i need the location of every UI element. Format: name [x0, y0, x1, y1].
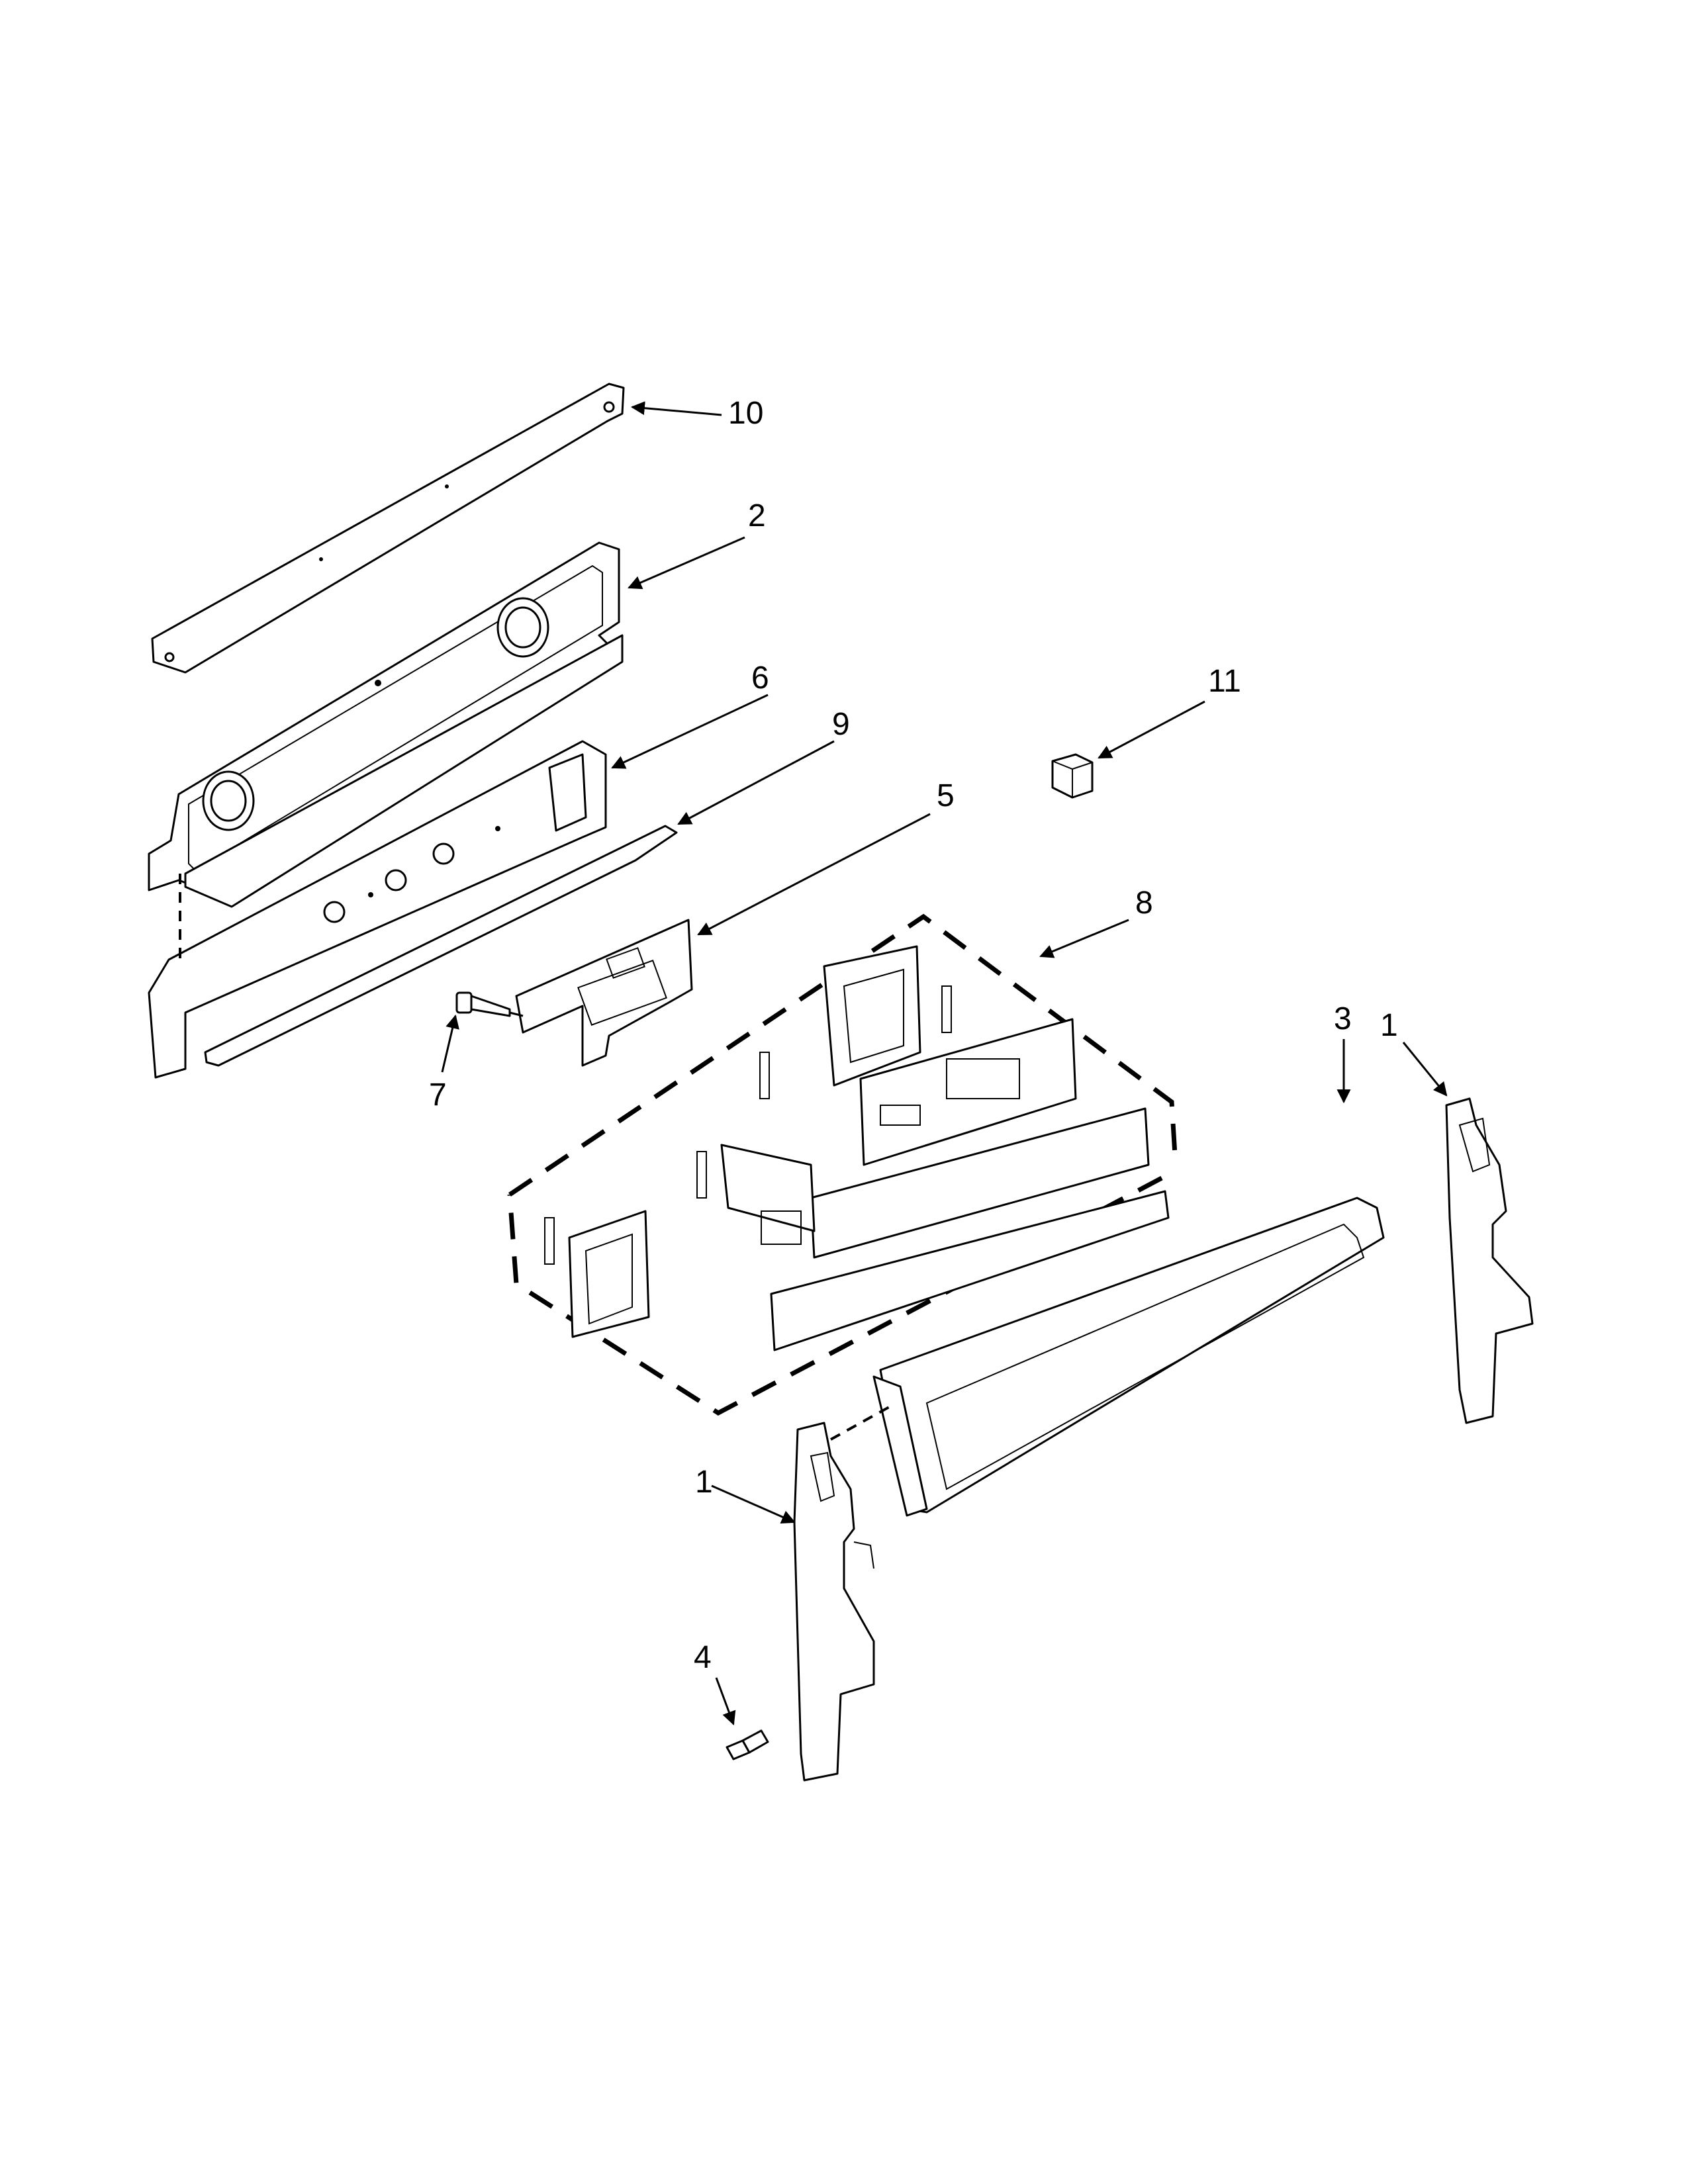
- part-1-right-bracket: [1445, 1097, 1534, 1424]
- part-11-connector: [1051, 753, 1094, 799]
- leader-9: [677, 740, 835, 825]
- part-9-strip: [204, 825, 678, 1067]
- part-2-housing: [148, 541, 624, 908]
- leader-4: [715, 1677, 736, 1725]
- callout-labels: 10 2 6 9 5 8 11 7 3 1 1 4: [429, 396, 1398, 1675]
- part-5-control-board: [515, 919, 693, 1067]
- leader-6: [611, 694, 769, 769]
- callout-9: 9: [832, 707, 850, 742]
- callout-4: 4: [694, 1640, 712, 1675]
- callout-6: 6: [751, 660, 769, 696]
- part-3-trim: [872, 1197, 1385, 1517]
- leader-10: [630, 401, 722, 416]
- leader-lines: [441, 401, 1448, 1725]
- leader-5: [697, 813, 931, 936]
- callout-8: 8: [1135, 886, 1153, 921]
- callout-3: 3: [1334, 1001, 1352, 1036]
- callout-10: 10: [728, 396, 763, 431]
- leader-7: [441, 1014, 459, 1073]
- part-1-left-bracket: [793, 1422, 875, 1782]
- callout-11: 11: [1208, 664, 1241, 699]
- part-10-strip: [151, 383, 625, 674]
- callout-1-left: 1: [695, 1465, 713, 1500]
- leader-1-right: [1402, 1042, 1448, 1097]
- part-6-bracket: [148, 740, 607, 1079]
- leader-8: [1039, 919, 1129, 958]
- callout-7: 7: [429, 1077, 447, 1113]
- assembly-dash-link: [830, 1405, 891, 1441]
- callout-5: 5: [937, 778, 955, 813]
- leader-1-left: [711, 1484, 796, 1524]
- part-8-assembly: [507, 913, 1178, 1416]
- part-7-screw: [455, 991, 524, 1017]
- callout-1-right: 1: [1380, 1008, 1398, 1043]
- part-4-screw: [726, 1729, 769, 1760]
- leader-11: [1098, 700, 1205, 759]
- leader-2: [628, 536, 745, 590]
- callout-2: 2: [748, 498, 766, 533]
